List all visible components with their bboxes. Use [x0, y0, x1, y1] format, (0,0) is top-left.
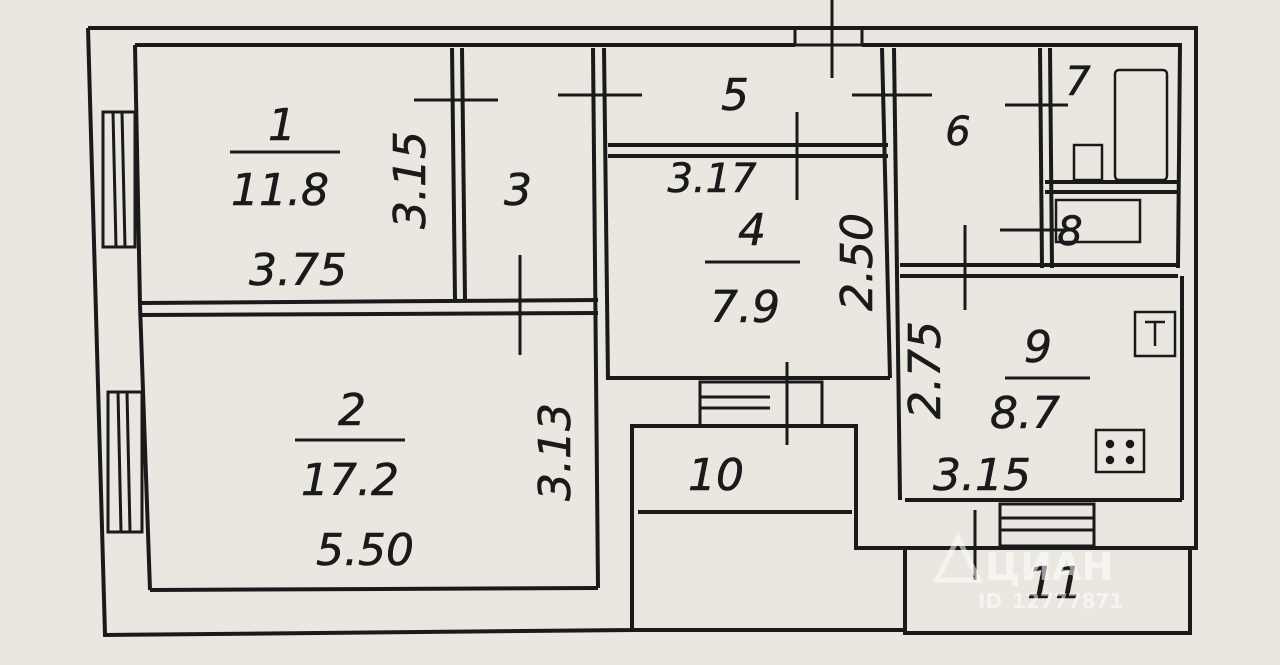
room-9-number: 9: [1024, 322, 1052, 373]
washbasin: [1072, 143, 1104, 182]
room-2-depth: 3.13: [530, 403, 581, 501]
room-9-depth: 2.75: [900, 321, 951, 419]
cian-logo-icon: [932, 532, 984, 583]
stove-burner: [1105, 439, 1115, 449]
room-7-number: 7: [1065, 59, 1091, 105]
watermark-brand: ЦИАН: [985, 545, 1113, 589]
fixtures: [1054, 68, 1177, 474]
room-1-depth: 3.15: [385, 131, 436, 229]
room-9-area: 8.7: [990, 388, 1060, 439]
windows: [101, 26, 1096, 548]
stove-burner: [1105, 455, 1115, 465]
stove-burner: [1125, 455, 1135, 465]
sink: [1133, 310, 1177, 358]
room-2-number: 2: [338, 385, 366, 436]
room-1-area: 11.8: [231, 165, 329, 216]
room-9-width: 3.15: [933, 450, 1031, 501]
room-6-number: 6: [945, 109, 970, 155]
room-1-width: 3.75: [249, 245, 347, 296]
room-11-number: 11: [1027, 558, 1083, 609]
door-markers: [414, 0, 1072, 580]
area-fraction-lines: [230, 150, 1090, 442]
room-1-number: 1: [268, 100, 296, 151]
room-4-depth: 2.50: [832, 213, 883, 311]
room-4-number: 4: [738, 205, 766, 256]
toilet: [1054, 198, 1142, 244]
outer-walls: [86, 26, 1198, 638]
stove-burner: [1125, 439, 1135, 449]
interior-walls: [139, 47, 1192, 635]
stove: [1094, 428, 1146, 474]
room-2-width: 5.50: [316, 525, 414, 576]
room-4-width: 3.17: [667, 156, 757, 202]
room-3-number: 3: [504, 165, 532, 216]
room-2-area: 17.2: [301, 455, 399, 506]
room-4-area: 7.9: [710, 282, 780, 333]
watermark-id-label: ID: [978, 589, 1002, 613]
room-10-number: 10: [688, 450, 744, 501]
watermark: ЦИАН ID 12777871: [932, 532, 1123, 613]
bathtub: [1113, 68, 1169, 182]
watermark-id-value: 12777871: [1012, 589, 1123, 613]
room-8-number: 8: [1057, 209, 1082, 255]
room-5-number: 5: [721, 70, 749, 121]
